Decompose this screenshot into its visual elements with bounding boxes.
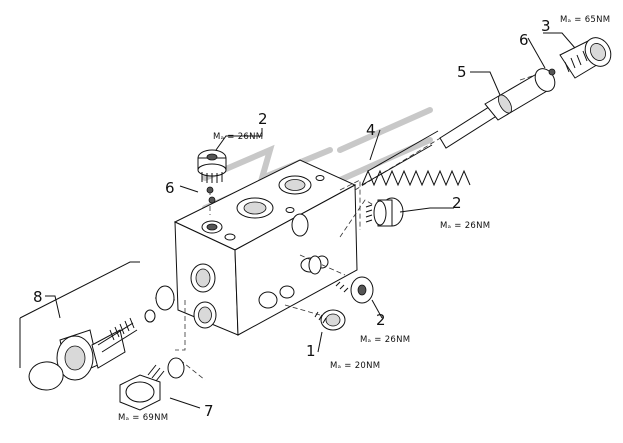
plug-right [365,197,404,227]
callout-2-top: 2 [258,110,268,128]
plug-lower [308,255,374,304]
torque-plug-3: Mₐ = 65NM [560,15,610,25]
callout-3: 3 [541,17,551,35]
torque-right-plug: Mₐ = 26NM [440,221,490,231]
callout-6-right: 6 [519,31,529,49]
plug-part-7 [119,364,165,411]
callout-8: 8 [33,288,43,306]
callout-7: 7 [204,402,214,420]
torque-plug-7: Mₐ = 69NM [118,413,168,423]
callout-2-right: 2 [452,194,462,212]
torque-lower-plug: Mₐ = 26NM [360,335,410,345]
seal-rings [206,68,556,204]
callout-2-lower: 2 [376,311,386,329]
leader-lines [45,32,576,409]
relief-valve-part-8 [19,261,140,391]
plug-top [197,149,227,183]
callout-6-left: 6 [165,179,175,197]
callout-1: 1 [306,342,316,360]
spool-part-5 [439,68,556,149]
torque-specs: Mₐ = 26NM Mₐ = 26NM Mₐ = 26NM Mₐ = 20NM … [118,15,610,423]
callout-4: 4 [366,121,376,139]
callout-5: 5 [457,63,467,81]
callout-labels: 2 6 4 5 6 3 2 2 1 7 8 [33,17,551,420]
valve-body [173,159,358,336]
plug-part-1 [314,309,346,331]
o-rings-front [144,285,185,379]
end-plug-part-3 [559,37,612,79]
torque-plug-1: Mₐ = 20NM [330,361,380,371]
spring-part-4 [361,130,471,187]
torque-top-plug: Mₐ = 26NM [213,132,263,142]
